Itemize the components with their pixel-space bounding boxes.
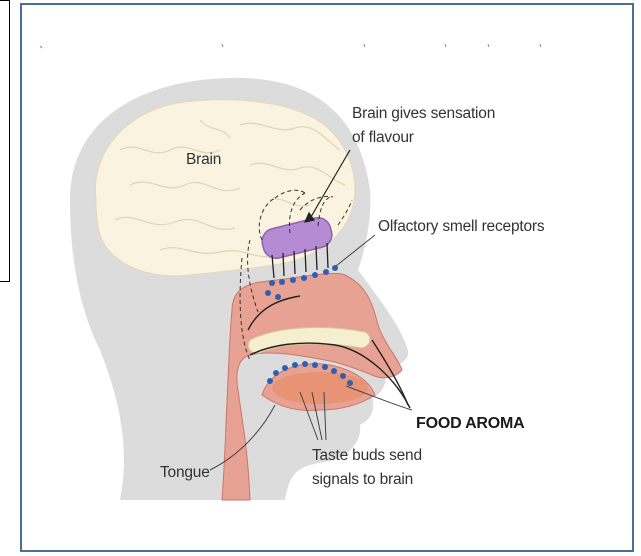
label-brain: Brain xyxy=(186,150,221,169)
label-brain-sensation-2: of flavour xyxy=(352,128,414,147)
label-tongue: Tongue xyxy=(160,463,210,482)
label-food-aroma: FOOD AROMA xyxy=(416,414,525,433)
label-olfactory: Olfactory smell receptors xyxy=(378,217,544,236)
taste-glow xyxy=(272,372,368,404)
label-taste-1: Taste buds send xyxy=(312,446,422,465)
label-brain-sensation-1: Brain gives sensation xyxy=(352,104,495,123)
label-taste-2: signals to brain xyxy=(312,470,413,489)
top-marks xyxy=(40,44,541,48)
